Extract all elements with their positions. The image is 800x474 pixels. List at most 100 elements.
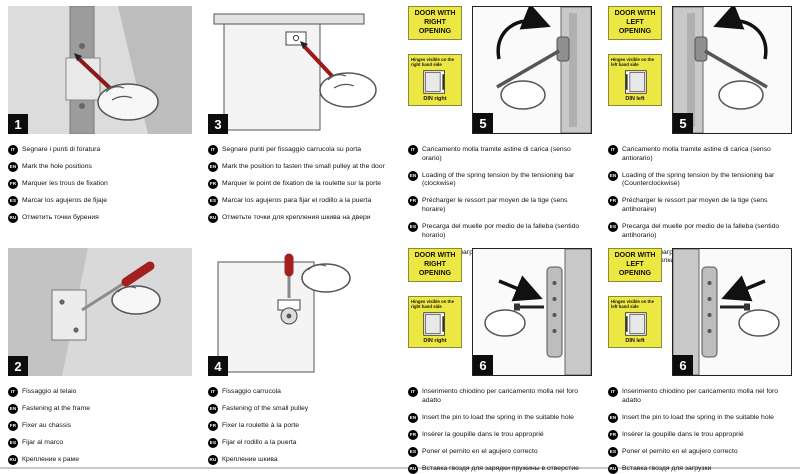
- language-badge: RU: [8, 455, 18, 465]
- instruction-text: Insérer la goupille dans le trou appropr…: [622, 430, 744, 438]
- instruction-row: EN Mark the position to fasten the small …: [208, 162, 392, 172]
- door-opening-banner: DOOR WITH RIGHT OPENING: [408, 6, 462, 41]
- language-badge: IT: [8, 145, 18, 155]
- instruction-text: Fissaggio carrucola: [222, 388, 281, 395]
- language-badge: ES: [608, 446, 618, 457]
- language-badge: ES: [208, 438, 218, 448]
- language-badge: IT: [408, 145, 418, 155]
- illustration-fasten-frame: 2: [8, 248, 192, 376]
- language-badge: RU: [208, 455, 218, 465]
- step-number-badge: 5: [473, 113, 493, 133]
- language-badge: IT: [208, 387, 218, 397]
- illustration-fasten-pulley: 4: [208, 248, 392, 376]
- language-badge: RU: [8, 213, 18, 223]
- door-opening-banner: DOOR WITH LEFT OPENING: [608, 6, 662, 41]
- mark-holes-drawing: [8, 6, 192, 134]
- spring-load-cw-drawing: [473, 7, 591, 133]
- instruction-row: FR Insérer la goupille dans le trou appro…: [408, 429, 592, 440]
- illustration-mark-pulley: 3: [208, 6, 392, 134]
- instruction-row: IT Caricamento molla tramite astine di ca…: [408, 145, 592, 164]
- instruction-row: RU Отметить точки бурения: [8, 213, 192, 223]
- instruction-text: Крепление шкива: [222, 456, 278, 463]
- insert-pin-right-drawing: [473, 249, 591, 375]
- illustration-spring-load-cw: 5: [472, 6, 592, 134]
- instruction-text: Mark the position to fasten the small pu…: [222, 163, 385, 170]
- illustration-insert-pin-right: 6: [472, 248, 592, 376]
- panel-step-5-left: DOOR WITH LEFT OPENING Hinges visible on…: [600, 0, 800, 264]
- instruction-text: Fissaggio al telaio: [22, 388, 77, 395]
- language-badge: EN: [608, 170, 618, 181]
- instruction-text: Fijar el rodillo a la puerta: [222, 439, 297, 446]
- instruction-text: Fixer au chassis: [22, 422, 72, 429]
- door-diagram-right-icon: [423, 312, 445, 337]
- instruction-text: Вставка гвоздя для загрузки: [622, 464, 712, 472]
- instruction-text: Fixer la roulette à la porte: [222, 422, 300, 429]
- language-badge: EN: [208, 162, 218, 172]
- step-number-badge: 6: [673, 355, 693, 375]
- instruction-row: FR Fixer la roulette à la porte: [208, 421, 392, 431]
- language-badge: FR: [8, 421, 18, 431]
- panel-step-6-left: DOOR WITH LEFT OPENING Hinges visible on…: [600, 242, 800, 474]
- language-badge: EN: [608, 412, 618, 423]
- instruction-text: Loading of the spring tension by the ten…: [622, 171, 775, 188]
- door-opening-banner: DOOR WITH RIGHT OPENING: [408, 248, 462, 283]
- language-badge: ES: [608, 221, 618, 232]
- din-label: DIN right: [423, 338, 447, 345]
- language-badge: FR: [8, 179, 18, 189]
- instruction-text: Insérer la goupille dans le trou appropr…: [422, 430, 544, 438]
- language-badge: EN: [208, 404, 218, 414]
- fasten-pulley-drawing: [208, 248, 392, 376]
- instruction-text: Крепление к раме: [22, 456, 80, 463]
- instruction-row: ES Fijar el rodillo a la puerta: [208, 438, 392, 448]
- din-right-card: Hinges visible on the right hand side DI…: [408, 54, 462, 107]
- instruction-row: RU Крепление шкива: [208, 455, 392, 465]
- instruction-text: Poner el pernito en el agujero correcto: [422, 447, 538, 455]
- din-left-card: Hinges visible on the left hand side DIN…: [608, 54, 662, 107]
- fasten-frame-drawing: [8, 248, 192, 376]
- instruction-text: Marcar los agujeros para fijar el rodill…: [222, 197, 372, 204]
- illustration-insert-pin-left: 6: [672, 248, 792, 376]
- instruction-text: Inserimento chiodino per caricamento mol…: [422, 388, 579, 404]
- din-right-card: Hinges visible on the right hand side DI…: [408, 296, 462, 349]
- door-diagram-left-icon: [625, 312, 647, 337]
- language-badge: FR: [408, 429, 418, 440]
- instruction-text: Inserimento chiodino per caricamento mol…: [622, 388, 779, 404]
- hinge-note: Hinges visible on the right hand side: [411, 57, 454, 68]
- instruction-text: Segnare i punti di foratura: [22, 146, 101, 153]
- instruction-text: Fastening of the small pulley: [222, 405, 309, 412]
- instruction-row: RU Крепление к раме: [8, 455, 192, 465]
- instruction-text: Fastening at the frame: [22, 405, 91, 412]
- language-badge: RU: [208, 213, 218, 223]
- language-badge: FR: [208, 179, 218, 189]
- din-label: DIN left: [625, 96, 645, 103]
- instruction-row: IT Fissaggio carrucola: [208, 387, 392, 397]
- language-badge: FR: [208, 421, 218, 431]
- hinge-note: Hinges visible on the left hand side: [611, 299, 654, 310]
- instruction-text: Segnare punti per fissaggio carrucola su…: [222, 146, 362, 153]
- din-label: DIN right: [423, 96, 447, 103]
- panel-step-6-right: DOOR WITH RIGHT OPENING Hinges visible o…: [400, 242, 600, 474]
- instruction-row: FR Fixer au chassis: [8, 421, 192, 431]
- instruction-text: Caricamento molla tramite astine di cari…: [422, 146, 571, 162]
- instruction-text: Précharger le ressort par moyen de la ti…: [622, 197, 768, 214]
- language-badge: ES: [8, 438, 18, 448]
- instruction-text: Отметить точки бурения: [22, 214, 99, 221]
- illustration-mark-holes: 1: [8, 6, 192, 134]
- instruction-text: Insert the pin to load the spring in the…: [422, 413, 574, 421]
- instruction-text: Fijar al marco: [22, 439, 64, 446]
